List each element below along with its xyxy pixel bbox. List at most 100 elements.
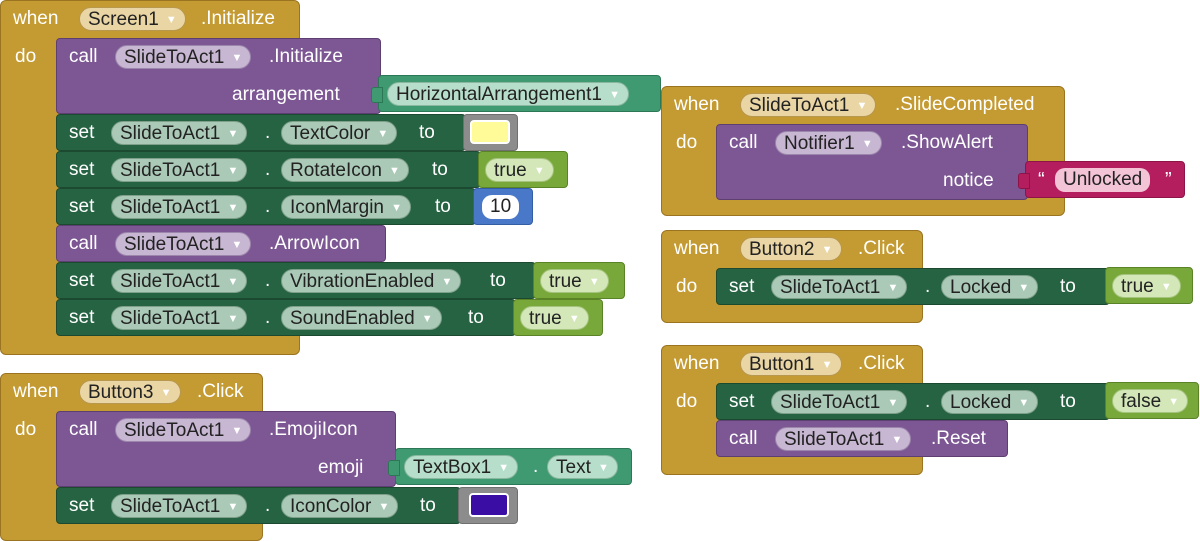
property-dropdown[interactable]: SoundEnabled▼	[281, 306, 442, 330]
dropdown-arrow-icon: ▼	[588, 276, 600, 288]
event-name: .Click	[858, 238, 905, 259]
button2-component-dropdown[interactable]: Button2▼	[740, 237, 842, 261]
boolean-dropdown[interactable]: true▼	[485, 158, 554, 182]
dropdown-arrow-icon: ▼	[533, 165, 545, 177]
dot-label: .	[265, 159, 271, 180]
component-dropdown[interactable]: SlideToAct1▼	[775, 427, 912, 451]
arrangement-arg-block[interactable]: HorizontalArrangement1▼	[371, 75, 661, 112]
property-dropdown[interactable]: IconMargin▼	[281, 195, 411, 219]
button3-click-block[interactable]: when Button3▼ .Click do call SlideToAct1…	[0, 373, 632, 541]
do-label: do	[15, 419, 37, 440]
component-dropdown[interactable]: SlideToAct1▼	[111, 195, 248, 219]
call-arrowicon-block[interactable]: call SlideToAct1▼ .ArrowIcon	[56, 225, 386, 262]
event-name: .SlideCompleted	[895, 94, 1035, 115]
property-dropdown[interactable]: VibrationEnabled▼	[281, 269, 462, 293]
component-dropdown[interactable]: SlideToAct1▼	[111, 269, 248, 293]
call-showalert-block[interactable]: call Notifier1▼ .ShowAlert notice	[716, 124, 1028, 200]
dropdown-arrow-icon: ▼	[227, 276, 239, 288]
set-label: set	[69, 495, 95, 516]
dot-label: .	[265, 307, 271, 328]
component-dropdown[interactable]: SlideToAct1▼	[111, 121, 248, 145]
call-label: call	[69, 419, 98, 440]
call-label: call	[729, 428, 758, 449]
property-dropdown[interactable]: TextColor▼	[281, 121, 398, 145]
property-dropdown[interactable]: RotateIcon▼	[281, 158, 409, 182]
dropdown-arrow-icon: ▼	[1018, 397, 1030, 409]
set-label: set	[69, 196, 95, 217]
set-textcolor-block[interactable]: set SlideToAct1▼ . TextColor▼ to	[56, 114, 466, 151]
component-dropdown[interactable]: Notifier1▼	[775, 131, 882, 155]
set-iconmargin-block[interactable]: set SlideToAct1▼ . IconMargin▼ to	[56, 188, 476, 225]
color-swatch[interactable]	[469, 493, 509, 517]
slide-completed-block[interactable]: when SlideToAct1▼ .SlideCompleted do cal…	[661, 86, 1185, 216]
do-label: do	[676, 391, 698, 412]
arrangement-dropdown[interactable]: HorizontalArrangement1▼	[387, 82, 629, 106]
color-block[interactable]	[463, 114, 518, 151]
slide-component-dropdown[interactable]: SlideToAct1▼	[740, 93, 877, 117]
component-dropdown[interactable]: SlideToAct1▼	[111, 158, 248, 182]
component-dropdown[interactable]: SlideToAct1▼	[111, 494, 248, 518]
dropdown-arrow-icon: ▼	[227, 202, 239, 214]
boolean-block[interactable]: true▼	[1105, 267, 1193, 304]
button2-click-block[interactable]: when Button2▼ .Click do set SlideToAct1▼…	[661, 230, 1110, 323]
component-dropdown[interactable]: SlideToAct1▼	[115, 232, 252, 256]
component-dropdown[interactable]: SlideToAct1▼	[115, 45, 252, 69]
dropdown-arrow-icon: ▼	[377, 128, 389, 140]
component-dropdown[interactable]: SlideToAct1▼	[771, 275, 908, 299]
screen1-component-dropdown[interactable]: Screen1▼	[79, 7, 186, 31]
set-locked-true-block[interactable]: set SlideToAct1▼ . Locked▼ to	[716, 268, 1110, 305]
dot-label: .	[533, 456, 539, 477]
color-block[interactable]	[458, 487, 518, 524]
number-block[interactable]: 10	[473, 188, 533, 225]
set-vibration-block[interactable]: set SlideToAct1▼ . VibrationEnabled▼ to	[56, 262, 536, 299]
dropdown-arrow-icon: ▼	[1168, 396, 1180, 408]
set-sound-block[interactable]: set SlideToAct1▼ . SoundEnabled▼ to	[56, 299, 516, 336]
textbox-getter-block[interactable]: TextBox1▼ . Text▼	[388, 448, 632, 485]
when-label: when	[674, 353, 720, 374]
textbox-dropdown[interactable]: TextBox1▼	[404, 455, 519, 479]
call-reset-block[interactable]: call SlideToAct1▼ .Reset	[716, 420, 1008, 457]
number-field[interactable]: 10	[482, 195, 520, 219]
boolean-dropdown[interactable]: true▼	[520, 306, 589, 330]
text-string-block[interactable]: “ Unlocked ”	[1018, 161, 1185, 198]
param-label: notice	[943, 170, 994, 191]
set-label: set	[729, 276, 755, 297]
boolean-block[interactable]: false▼	[1105, 382, 1199, 419]
button1-click-block[interactable]: when Button1▼ .Click do set SlideToAct1▼…	[661, 345, 1110, 475]
call-label: call	[729, 132, 758, 153]
boolean-block[interactable]: true▼	[478, 151, 568, 188]
set-label: set	[69, 270, 95, 291]
call-initialize-block[interactable]: call SlideToAct1▼ .Initialize arrangemen…	[56, 38, 381, 114]
component-dropdown[interactable]: SlideToAct1▼	[771, 390, 908, 414]
color-swatch[interactable]	[470, 120, 510, 144]
dropdown-arrow-icon: ▼	[821, 359, 833, 371]
call-emojiicon-block[interactable]: call SlideToAct1▼ .EmojiIcon emoji	[56, 411, 396, 487]
property-dropdown[interactable]: Locked▼	[941, 390, 1039, 414]
method-name: .ArrowIcon	[269, 233, 360, 254]
dropdown-arrow-icon: ▼	[597, 462, 609, 474]
screen1-initialize-block[interactable]: when Screen1▼ .Initialize do call SlideT…	[0, 0, 661, 355]
method-name: .ShowAlert	[901, 132, 993, 153]
property-dropdown[interactable]: IconColor▼	[281, 494, 399, 518]
when-label: when	[13, 8, 59, 29]
boolean-dropdown[interactable]: true▼	[1112, 274, 1181, 298]
boolean-block[interactable]: true▼	[533, 262, 625, 299]
button3-component-dropdown[interactable]: Button3▼	[79, 380, 181, 404]
text-field[interactable]: Unlocked	[1055, 168, 1151, 192]
when-label: when	[13, 381, 59, 402]
set-locked-false-block[interactable]: set SlideToAct1▼ . Locked▼ to	[716, 383, 1110, 420]
set-rotateicon-block[interactable]: set SlideToAct1▼ . RotateIcon▼ to	[56, 151, 481, 188]
boolean-dropdown[interactable]: false▼	[1112, 389, 1189, 413]
property-dropdown[interactable]: Locked▼	[941, 275, 1039, 299]
button1-component-dropdown[interactable]: Button1▼	[740, 352, 842, 376]
dropdown-arrow-icon: ▼	[821, 244, 833, 256]
dropdown-arrow-icon: ▼	[421, 313, 433, 325]
set-iconcolor-block[interactable]: set SlideToAct1▼ . IconColor▼ to	[56, 487, 461, 524]
text-property-dropdown[interactable]: Text▼	[547, 455, 618, 479]
dot-label: .	[925, 391, 931, 412]
component-dropdown[interactable]: SlideToAct1▼	[111, 306, 248, 330]
to-label: to	[435, 196, 451, 217]
boolean-block[interactable]: true▼	[513, 299, 603, 336]
boolean-dropdown[interactable]: true▼	[540, 269, 609, 293]
component-dropdown[interactable]: SlideToAct1▼	[115, 418, 252, 442]
